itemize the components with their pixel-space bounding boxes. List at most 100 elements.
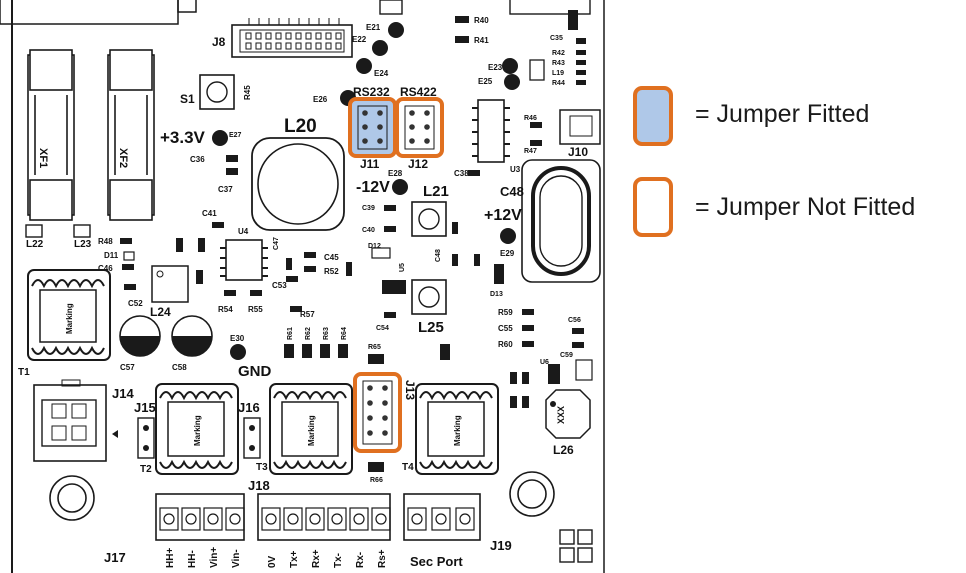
terminal-block-j17 — [155, 493, 245, 541]
svg-text:C48: C48 — [435, 249, 442, 262]
label-j11: J11 — [360, 157, 380, 171]
svg-text:E24: E24 — [374, 69, 389, 78]
svg-text:Vin-: Vin- — [231, 549, 242, 568]
svg-text:C41: C41 — [202, 209, 217, 218]
pcb-diagram: XF1 XF2 L22 L23 J8 S1 R45 +3.3V E27 C36 … — [0, 0, 605, 573]
svg-text:R57: R57 — [300, 310, 315, 319]
svg-text:Tx+: Tx+ — [289, 550, 300, 568]
svg-text:R54: R54 — [218, 305, 233, 314]
svg-text:E21: E21 — [366, 23, 381, 32]
svg-text:E26: E26 — [313, 95, 328, 104]
svg-text:U5: U5 — [399, 263, 406, 272]
svg-text:HH+: HH+ — [165, 548, 176, 568]
label-j17: J17 — [104, 550, 126, 565]
label-l24: L24 — [150, 305, 171, 319]
svg-text:Vin+: Vin+ — [209, 547, 220, 568]
svg-text:Marking: Marking — [307, 415, 316, 446]
svg-text:R47: R47 — [524, 148, 537, 155]
svg-text:C38: C38 — [454, 169, 469, 178]
svg-text:HH-: HH- — [187, 550, 198, 568]
capacitor-c58 — [171, 315, 213, 357]
inductor-l26 — [545, 389, 591, 439]
test-point-e22 — [372, 40, 388, 56]
svg-text:R63: R63 — [323, 327, 330, 340]
svg-text:E23: E23 — [488, 63, 503, 72]
svg-text:Marking: Marking — [65, 303, 74, 334]
svg-text:D13: D13 — [490, 291, 503, 298]
label-l20: L20 — [284, 116, 317, 137]
ic-u4 — [220, 239, 268, 281]
svg-text:C52: C52 — [128, 299, 143, 308]
svg-text:E27: E27 — [229, 132, 242, 139]
svg-text:E30: E30 — [230, 334, 245, 343]
legend-fitted-swatch — [633, 86, 673, 146]
label-t4: T4 — [402, 462, 414, 473]
svg-text:R64: R64 — [341, 327, 348, 340]
capacitor-c57 — [119, 315, 161, 357]
label-rs232: RS232 — [353, 85, 390, 99]
svg-text:D11: D11 — [104, 251, 119, 260]
svg-text:C47: C47 — [273, 237, 280, 250]
svg-text:U6: U6 — [540, 359, 549, 366]
fuse-xf2 — [107, 49, 155, 221]
svg-text:L19: L19 — [552, 70, 564, 77]
svg-text:C37: C37 — [218, 185, 233, 194]
test-point-e30 — [230, 344, 246, 360]
transformer-t3 — [269, 383, 353, 475]
fuse-xf1 — [27, 49, 75, 221]
label-j18: J18 — [248, 478, 270, 493]
svg-text:R61: R61 — [287, 327, 294, 340]
label-j15: J15 — [134, 400, 156, 415]
connector-j10 — [559, 109, 601, 145]
label-3v3: +3.3V — [160, 128, 206, 147]
svg-text:Marking: Marking — [453, 415, 462, 446]
header-j8 — [231, 18, 353, 58]
label-c48: C48 — [500, 184, 524, 199]
connector-j14 — [33, 379, 118, 462]
jumper-j13 — [353, 372, 402, 453]
label-j14: J14 — [112, 386, 134, 401]
top-left-connector — [0, 0, 197, 25]
test-point-e28 — [392, 179, 408, 195]
svg-text:R46: R46 — [524, 115, 537, 122]
label-j10: J10 — [568, 145, 588, 159]
label-r45: R45 — [243, 85, 252, 100]
svg-text:R65: R65 — [368, 344, 381, 351]
label-j8: J8 — [212, 35, 226, 49]
svg-text:Rx-: Rx- — [355, 552, 366, 568]
svg-text:R43: R43 — [552, 60, 565, 67]
label-j13: J13 — [403, 380, 417, 400]
svg-text:C36: C36 — [190, 155, 205, 164]
label-rs422: RS422 — [400, 85, 437, 99]
svg-text:R42: R42 — [552, 50, 565, 57]
transformer-t4 — [415, 383, 499, 475]
svg-text:E28: E28 — [388, 169, 403, 178]
svg-text:XF1: XF1 — [37, 148, 49, 168]
terminal-block-j18 — [257, 493, 391, 541]
svg-text:R44: R44 — [552, 80, 565, 87]
test-point-e29 — [500, 228, 516, 244]
svg-text:C45: C45 — [324, 253, 339, 262]
svg-text:XXX: XXX — [556, 406, 566, 424]
legend-not-fitted-label: = Jumper Not Fitted — [695, 193, 916, 221]
test-point-e25 — [504, 74, 520, 90]
terminal-block-j19 — [403, 493, 481, 541]
svg-text:Tx-: Tx- — [333, 553, 344, 568]
label-l26: L26 — [553, 443, 574, 457]
label-minus-12v: -12V — [356, 179, 390, 196]
test-point-e24 — [356, 58, 372, 74]
svg-text:C35: C35 — [550, 35, 563, 42]
svg-text:R40: R40 — [474, 16, 489, 25]
jumper-j12 — [395, 97, 444, 158]
svg-text:U4: U4 — [238, 227, 249, 236]
svg-text:R59: R59 — [498, 308, 513, 317]
ic-u3 — [472, 99, 510, 163]
svg-text:R52: R52 — [324, 267, 339, 276]
svg-text:C39: C39 — [362, 205, 375, 212]
svg-text:C56: C56 — [568, 317, 581, 324]
svg-text:0V: 0V — [267, 555, 278, 568]
svg-text:C54: C54 — [376, 325, 389, 332]
mounting-hole-right — [509, 471, 555, 517]
label-t3: T3 — [256, 462, 268, 473]
svg-text:C58: C58 — [172, 363, 187, 372]
